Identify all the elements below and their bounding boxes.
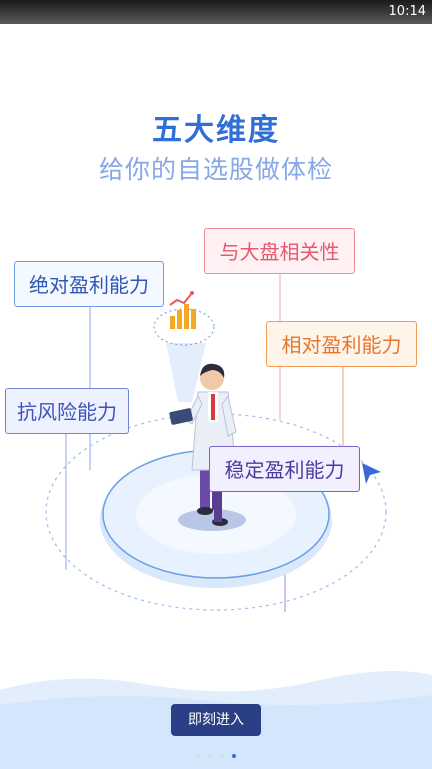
arrow-icon [362,463,381,484]
page-dot-3[interactable] [220,754,224,758]
dimension-risk-resistance: 抗风险能力 [5,388,129,434]
outer-orbit [45,413,387,611]
page-title: 五大维度 [152,113,280,148]
page-dot-2[interactable] [208,754,212,758]
dimension-relative-profit: 相对盈利能力 [266,321,417,367]
chart-bar-icon [169,291,196,329]
status-clock: 10:14 [388,4,426,19]
page-dot-1[interactable] [196,754,200,758]
dimension-absolute-profit: 绝对盈利能力 [14,261,164,307]
page-subtitle: 给你的自选股做体检 [98,155,333,184]
dimension-market-correlation: 与大盘相关性 [204,228,355,274]
status-bar: 10:14 [0,0,432,24]
enter-button[interactable]: 即刻进入 [171,704,261,736]
page-dot-4[interactable] [232,754,236,758]
dimension-stable-profit: 稳定盈利能力 [209,446,360,492]
page-indicator [196,752,236,760]
